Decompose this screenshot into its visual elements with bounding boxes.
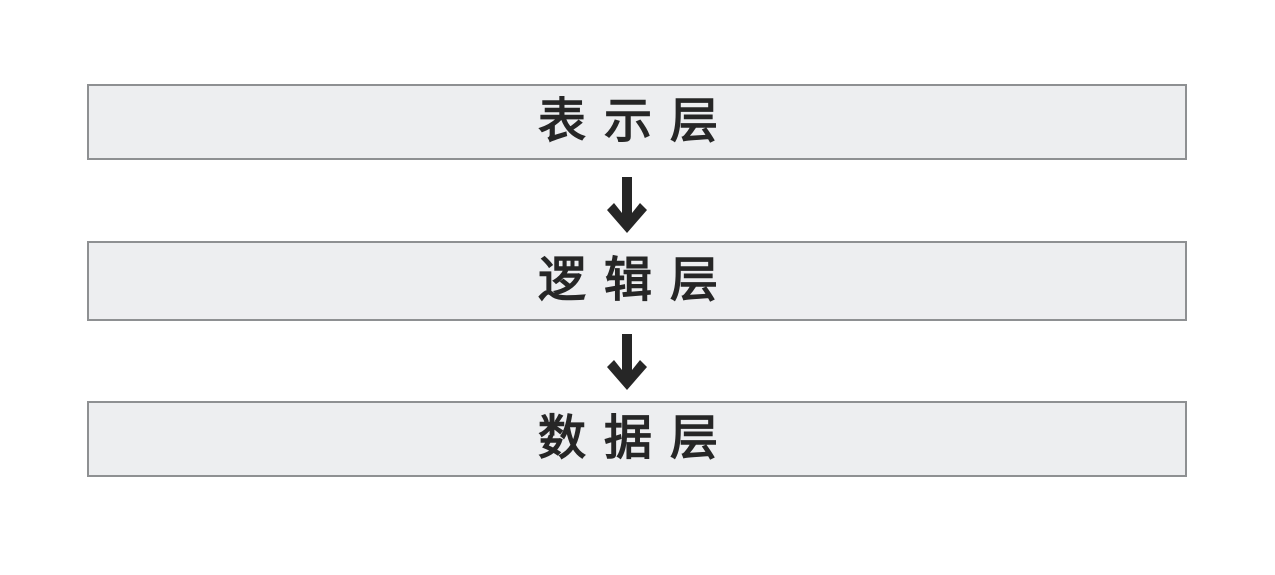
layer-box-presentation: 表示层	[87, 84, 1187, 160]
down-arrow-icon	[605, 177, 649, 233]
layer-box-data: 数据层	[87, 401, 1187, 477]
down-arrow-icon	[605, 334, 649, 390]
layer-label-presentation: 表示层	[537, 95, 736, 148]
layer-box-logic: 逻辑层	[87, 241, 1187, 321]
layer-label-data: 数据层	[537, 412, 736, 465]
layer-label-logic: 逻辑层	[537, 254, 736, 307]
